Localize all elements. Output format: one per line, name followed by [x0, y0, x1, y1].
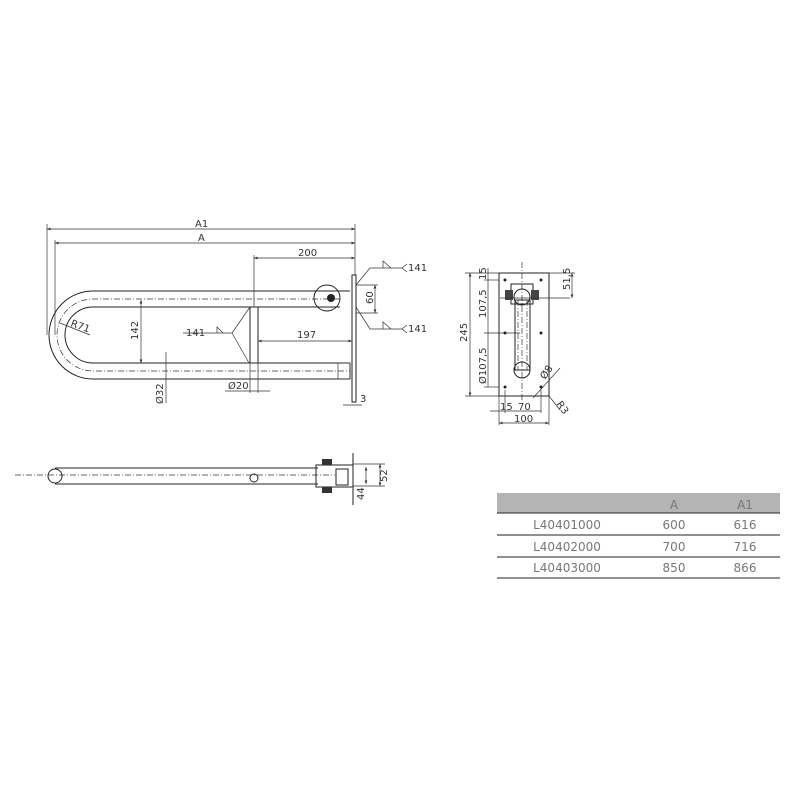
mounting-holes — [503, 278, 543, 389]
row-A1: 616 — [734, 518, 757, 532]
dim-label-60: 60 — [365, 291, 376, 304]
dim-label-A1: A1 — [195, 219, 208, 230]
row-A: 850 — [663, 561, 686, 575]
dim-label-200: 200 — [298, 248, 317, 259]
row-A: 700 — [663, 540, 686, 554]
row-A1: 866 — [734, 561, 757, 575]
dim-label-d32: Ø32 — [154, 383, 166, 404]
dim-label-197: 197 — [297, 330, 316, 341]
table-row: L40402000 700 716 — [533, 540, 756, 554]
front-view: A1 A 200 142 R71 197 141 1 — [46, 219, 427, 406]
row-A: 600 — [663, 518, 686, 532]
top-view: 52 44 — [15, 453, 390, 505]
dim-label-R71: R71 — [69, 318, 91, 335]
dim-label-107-5: 107,5 — [478, 289, 489, 318]
dim-label-R3: R3 — [554, 399, 571, 416]
weld-label-mid: 141 — [186, 328, 205, 339]
table-row: L40403000 850 866 — [533, 561, 756, 575]
dim-label-100: 100 — [514, 414, 533, 425]
tube-outer — [48, 290, 350, 380]
row-A1: 716 — [734, 540, 757, 554]
row-code: L40401000 — [533, 518, 601, 532]
dim-label-A: A — [198, 233, 205, 244]
weld-label-bottom: 141 — [408, 324, 427, 335]
dim-label-245: 245 — [459, 323, 470, 342]
side-view: 245 15 107,5 Ø107,5 51,5 Ø8 R3 15 70 — [459, 262, 575, 425]
weld-label-top: 141 — [408, 263, 427, 274]
tube-inner — [64, 306, 350, 364]
column-header-A1: A1 — [737, 498, 753, 512]
dim-label-52: 52 — [379, 469, 390, 482]
dim-label-142: 142 — [130, 321, 141, 340]
dim-label-d107-5: Ø107,5 — [477, 348, 489, 385]
dim-label-15: 15 — [500, 402, 513, 413]
support-bar — [249, 306, 259, 364]
pivot-circle — [313, 284, 341, 312]
dim-label-15-top: 15 — [478, 267, 489, 280]
dim-label-d8: Ø8 — [538, 363, 556, 382]
row-code: L40403000 — [533, 561, 601, 575]
row-code: L40402000 — [533, 540, 601, 554]
column-header-A: A — [670, 498, 679, 512]
table-header — [497, 493, 780, 513]
dimension-table: A A1 L40401000 600 616 L40402000 700 716… — [497, 493, 780, 579]
table-row: L40401000 600 616 — [533, 518, 756, 532]
dim-label-70: 70 — [518, 402, 531, 413]
pivot-bolt — [327, 294, 335, 302]
dim-label-d20: Ø20 — [228, 380, 249, 392]
dim-label-44: 44 — [356, 487, 367, 500]
side-plate — [498, 272, 550, 397]
dim-label-3: 3 — [360, 394, 366, 405]
wall-plate — [351, 274, 357, 403]
dim-label-51-5: 51,5 — [562, 268, 573, 290]
